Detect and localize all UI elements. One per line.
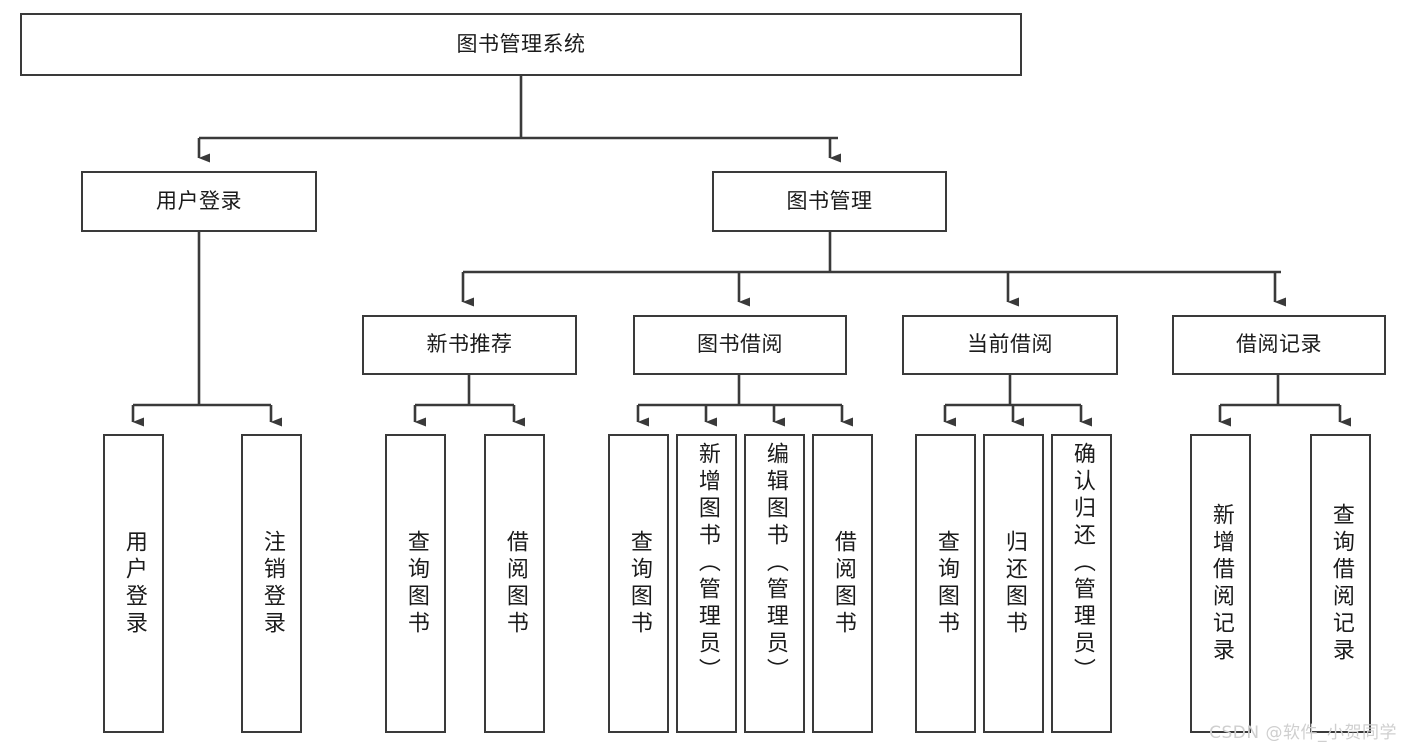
leaf-user-login-login[interactable]: 用户登录 — [103, 434, 164, 733]
node-book-management-label: 图书管理 — [786, 188, 873, 213]
node-user-login-label: 用户登录 — [156, 188, 242, 213]
leaf-new-book-query-book[interactable]: 查询图书 — [385, 434, 446, 733]
leaf-label: 借阅图书 — [502, 529, 528, 638]
node-book-borrow-label: 图书借阅 — [697, 332, 783, 357]
node-book-borrow[interactable]: 图书借阅 — [633, 315, 847, 375]
leaf-label: 确认归还（管理员） — [1069, 442, 1095, 685]
leaf-label: 查询图书 — [933, 529, 959, 638]
node-borrow-record[interactable]: 借阅记录 — [1172, 315, 1386, 375]
node-current-borrow-label: 当前借阅 — [967, 332, 1053, 357]
leaf-label: 用户登录 — [121, 529, 147, 638]
node-root[interactable]: 图书管理系统 — [20, 13, 1022, 76]
leaf-label: 查询图书 — [403, 529, 429, 638]
leaf-label: 查询图书 — [626, 529, 652, 638]
node-borrow-record-label: 借阅记录 — [1236, 332, 1322, 357]
leaf-borrow-query-book[interactable]: 查询图书 — [608, 434, 669, 733]
leaf-label: 新增图书（管理员） — [694, 442, 720, 685]
leaf-new-book-borrow-book[interactable]: 借阅图书 — [484, 434, 545, 733]
leaf-current-return-book[interactable]: 归还图书 — [983, 434, 1044, 733]
node-user-login[interactable]: 用户登录 — [81, 171, 317, 232]
node-new-book-recommend[interactable]: 新书推荐 — [362, 315, 577, 375]
node-book-management[interactable]: 图书管理 — [712, 171, 947, 232]
leaf-label: 归还图书 — [1001, 529, 1027, 638]
leaf-label: 借阅图书 — [830, 529, 856, 638]
leaf-current-confirm-return-admin[interactable]: 确认归还（管理员） — [1051, 434, 1112, 733]
leaf-label: 编辑图书（管理员） — [762, 442, 788, 685]
leaf-user-login-logout[interactable]: 注销登录 — [241, 434, 302, 733]
leaf-label: 注销登录 — [259, 529, 285, 638]
csdn-watermark: CSDN @软件_小贺同学 — [1209, 723, 1397, 743]
leaf-borrow-borrow-book[interactable]: 借阅图书 — [812, 434, 873, 733]
leaf-borrow-edit-book-admin[interactable]: 编辑图书（管理员） — [744, 434, 805, 733]
node-new-book-recommend-label: 新书推荐 — [426, 332, 513, 357]
leaf-record-query-record[interactable]: 查询借阅记录 — [1310, 434, 1371, 733]
leaf-label: 查询借阅记录 — [1328, 502, 1354, 665]
leaf-current-query-book[interactable]: 查询图书 — [915, 434, 976, 733]
leaf-label: 新增借阅记录 — [1208, 502, 1234, 665]
node-root-label: 图书管理系统 — [456, 31, 586, 56]
node-current-borrow[interactable]: 当前借阅 — [902, 315, 1118, 375]
leaf-record-add-record[interactable]: 新增借阅记录 — [1190, 434, 1251, 733]
leaf-borrow-add-book-admin[interactable]: 新增图书（管理员） — [676, 434, 737, 733]
